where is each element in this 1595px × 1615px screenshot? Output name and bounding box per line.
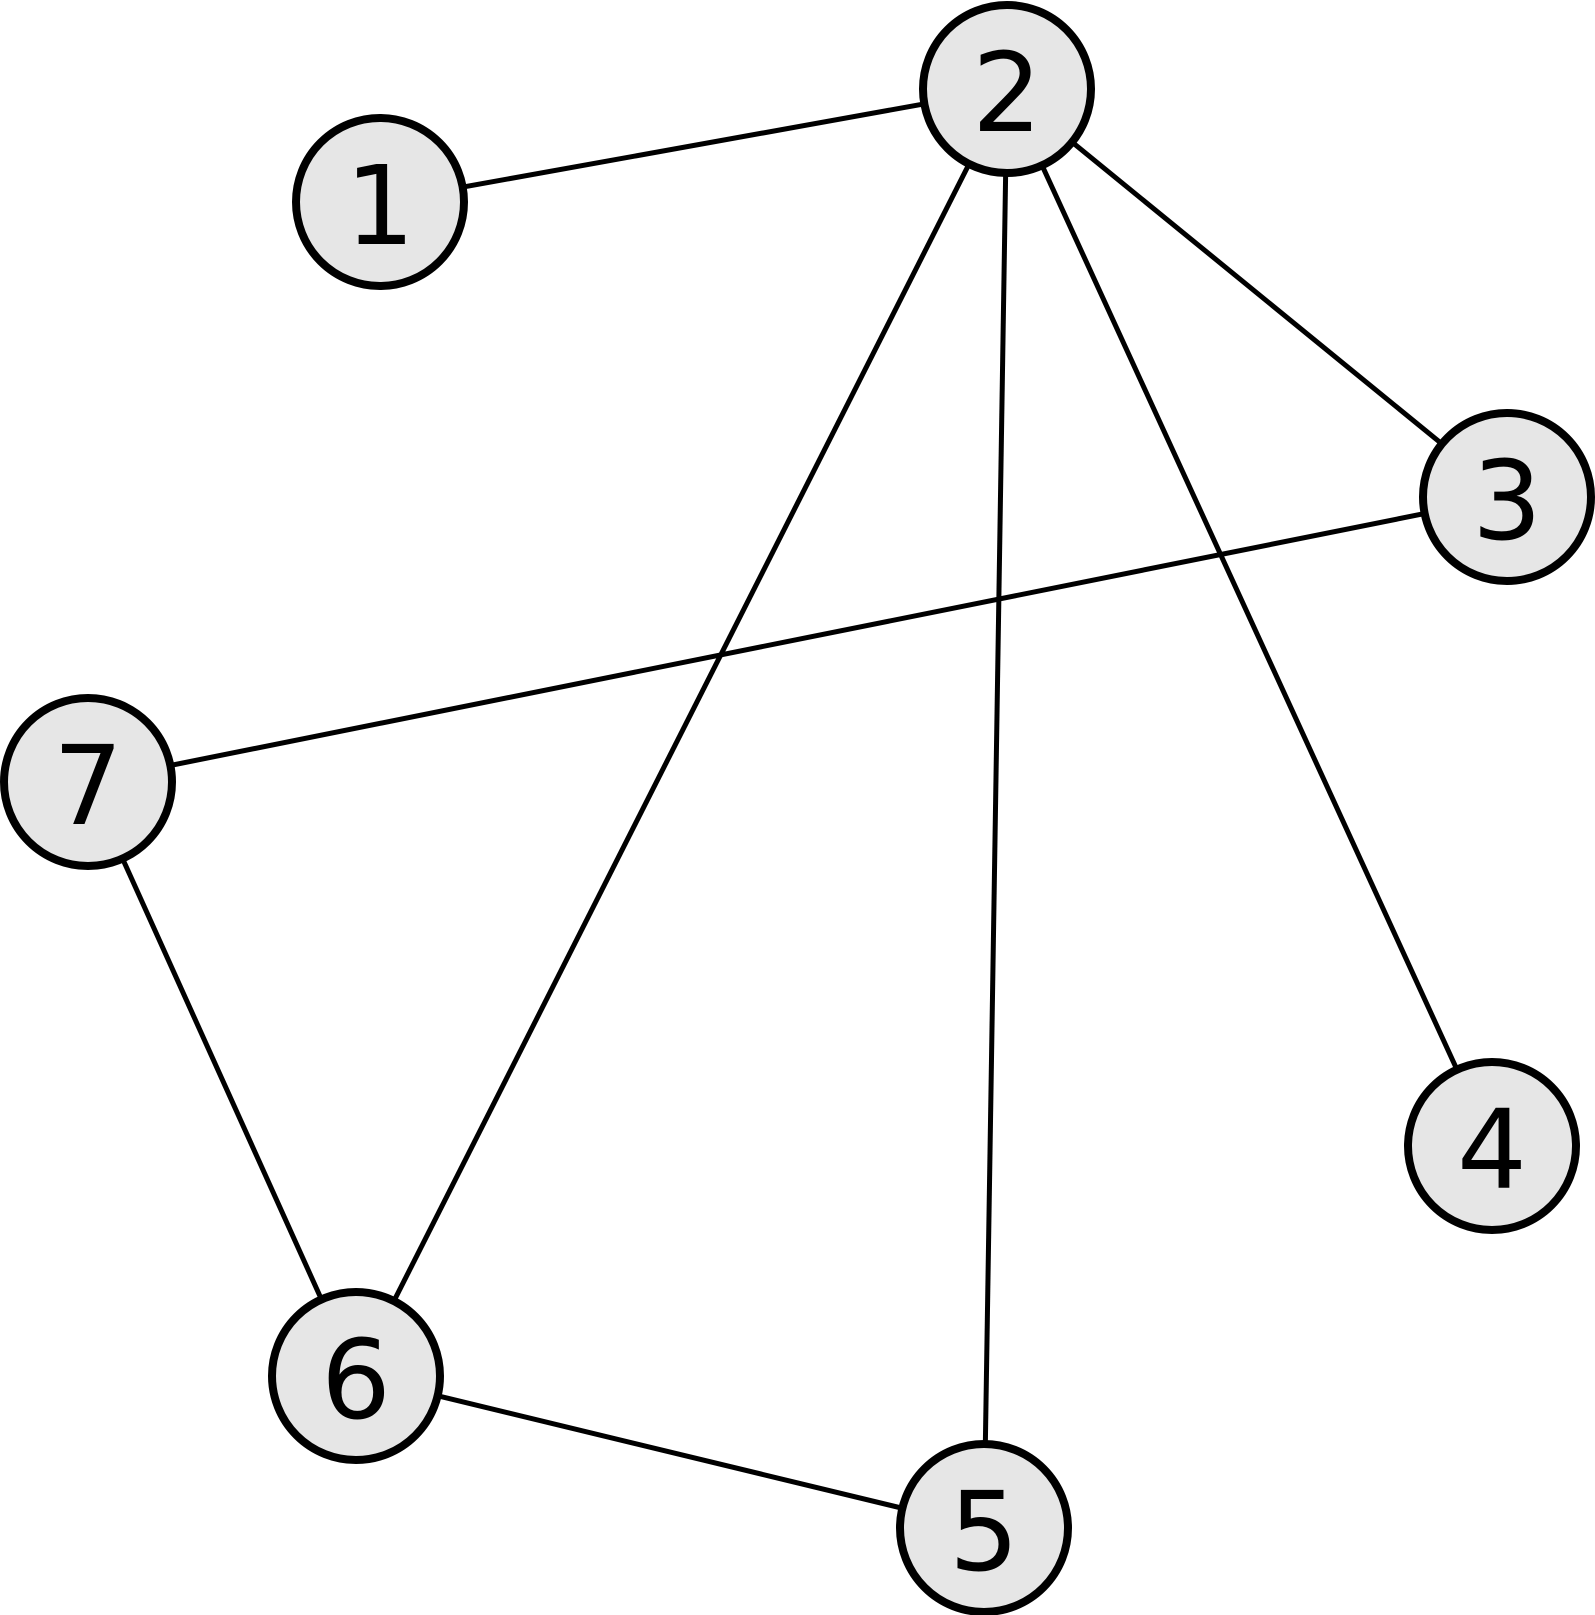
node-label: 3 [1472,437,1542,565]
node-label: 6 [321,1316,391,1444]
node-circle [919,1,1095,177]
node-circle [1419,409,1595,585]
node-label: 4 [1457,1086,1527,1214]
node-3: 3 [1419,409,1595,585]
node-6: 6 [268,1288,444,1464]
node-circle [0,694,176,870]
node-1: 1 [292,114,468,290]
node-5: 5 [896,1440,1072,1615]
edge-2-5 [981,88,1010,1529]
edge-1-2 [379,86,1008,205]
node-label: 1 [345,142,415,270]
edge-2-4 [1004,87,1495,1148]
node-circle [896,1440,1072,1615]
edge-7-6 [85,780,359,1378]
edge-3-7 [87,494,1508,785]
node-circle [268,1288,444,1464]
edge-2-6 [353,87,1010,1378]
edges-layer [85,86,1509,1531]
node-label: 5 [949,1468,1019,1596]
node-circle [292,114,468,290]
edge-6-5 [355,1373,985,1531]
node-label: 2 [972,29,1042,157]
node-4: 4 [1404,1058,1580,1234]
node-2: 2 [919,1,1095,177]
edge-2-3 [1005,87,1509,499]
node-circle [1404,1058,1580,1234]
node-7: 7 [0,694,176,870]
node-label: 7 [53,722,123,850]
